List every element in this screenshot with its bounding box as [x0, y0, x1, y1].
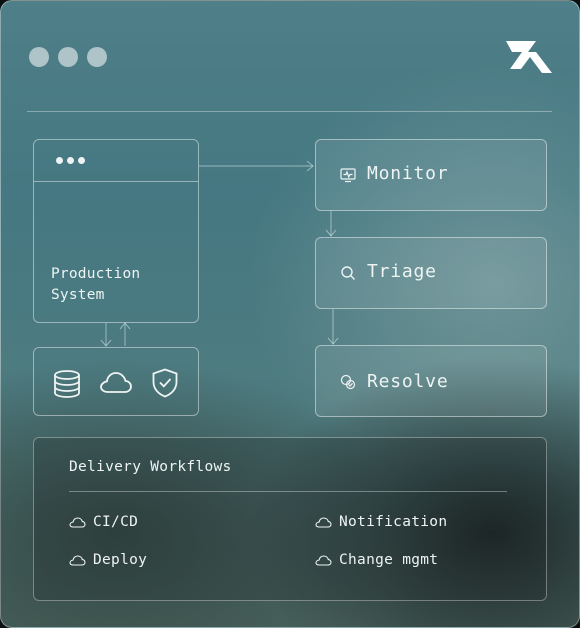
workflow-label: Deploy	[93, 552, 148, 568]
shield-check-icon	[152, 368, 178, 398]
database-icon	[54, 370, 80, 398]
cloud-icon	[69, 555, 86, 566]
workflow-label: CI/CD	[93, 514, 139, 530]
cloud-icon	[315, 517, 332, 528]
workflow-label: Notification	[339, 514, 448, 530]
workflows-divider	[69, 491, 507, 492]
workflow-label: Change mgmt	[339, 552, 439, 568]
production-system-node: Production System	[33, 139, 199, 323]
header-divider	[27, 111, 552, 112]
workflows-title: Delivery Workflows	[69, 459, 232, 475]
resolve-label: Resolve	[367, 371, 449, 392]
cloud-icon	[69, 517, 86, 528]
delivery-workflows-panel: Delivery Workflows CI/CD Notification De…	[33, 437, 547, 601]
brand-logo-icon	[506, 41, 552, 73]
window-dot	[87, 47, 107, 67]
cloud-icon	[315, 555, 332, 566]
window-dot	[67, 157, 74, 164]
monitor-step: Monitor	[315, 139, 547, 211]
window-dot	[78, 157, 85, 164]
search-icon	[341, 266, 355, 280]
resolve-step: Resolve	[315, 345, 547, 417]
monitor-label: Monitor	[367, 163, 449, 184]
window-dot	[29, 47, 49, 67]
production-window-header	[34, 140, 198, 182]
cloud-icon	[100, 372, 132, 393]
triage-step: Triage	[315, 237, 547, 309]
production-system-label: Production System	[51, 266, 141, 303]
triage-label: Triage	[367, 261, 437, 282]
infrastructure-node	[33, 347, 199, 416]
monitor-icon	[340, 168, 356, 183]
window-dot	[56, 157, 63, 164]
resolve-icon	[340, 374, 356, 390]
window-dot	[58, 47, 78, 67]
